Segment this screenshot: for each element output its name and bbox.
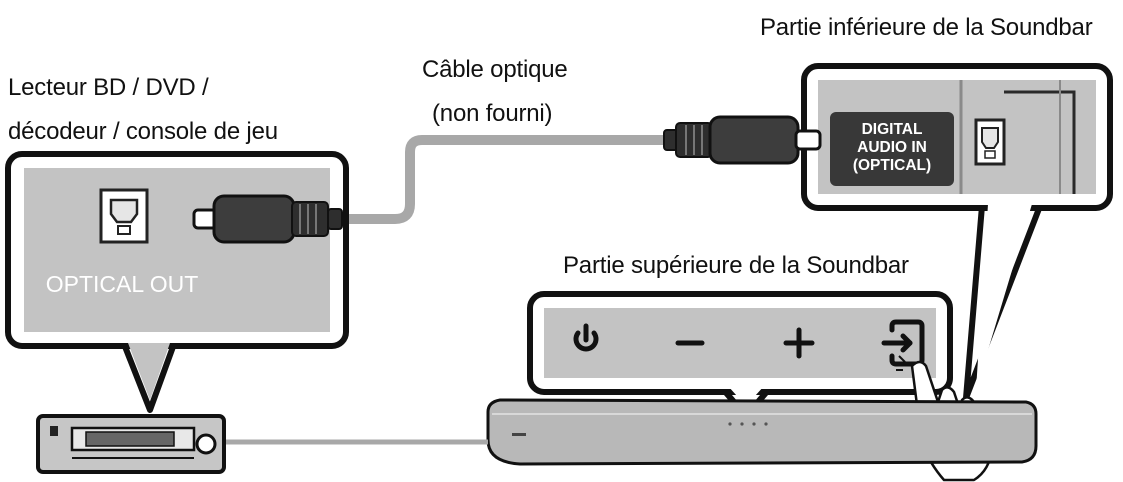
optical-out-port-icon <box>99 188 149 244</box>
soundbar-top-label: Partie supérieure de la Soundbar <box>563 252 909 279</box>
player-label-line1: Lecteur BD / DVD / <box>8 74 209 101</box>
optical-cable <box>335 135 677 224</box>
cable-plug-soundbar-icon <box>663 115 822 165</box>
digital-in-label-line2: AUDIO IN <box>857 139 927 156</box>
player-device-icon <box>36 414 226 474</box>
cable-label-line2: (non fourni) <box>432 100 553 127</box>
digital-in-label-line1: DIGITAL <box>862 121 923 138</box>
soundbar-buttons-callout <box>527 291 953 419</box>
player-label-line2: décodeur / console de jeu <box>8 118 278 145</box>
soundbar-body <box>486 398 1038 466</box>
soundbar-port-callout <box>801 63 1113 401</box>
player-port-callout <box>5 151 349 413</box>
optical-out-label: OPTICAL OUT <box>46 271 199 297</box>
cable-label-line1: Câble optique <box>422 56 568 83</box>
press-mark-icon <box>896 355 906 371</box>
digital-audio-in-port-icon <box>974 118 1006 166</box>
power-icon <box>573 323 599 352</box>
volume-up-icon <box>783 327 815 359</box>
digital-in-label-line3: (OPTICAL) <box>853 157 931 174</box>
source-input-icon <box>881 319 925 367</box>
cable-plug-player-icon <box>192 194 343 244</box>
soundbar-bottom-label: Partie inférieure de la Soundbar <box>760 14 1093 41</box>
